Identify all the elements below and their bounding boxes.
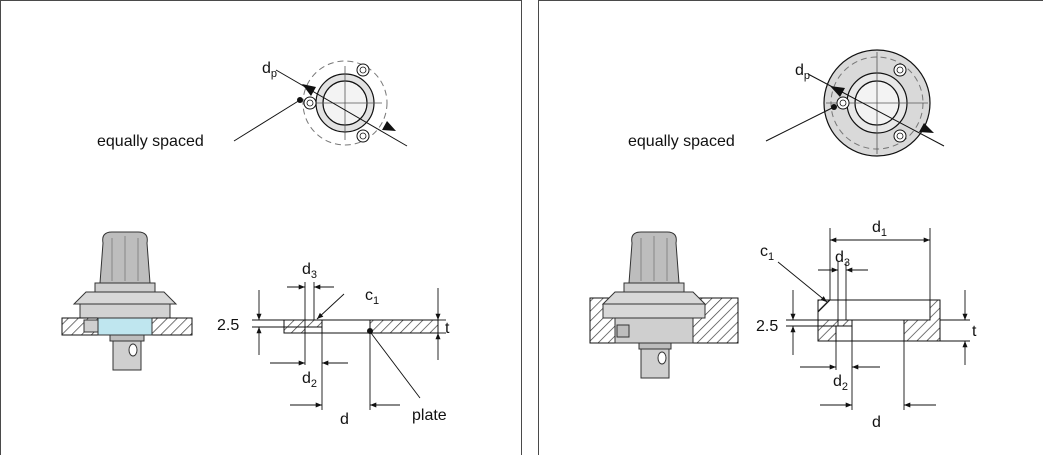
right-part-view [589, 231, 739, 379]
right-panel [538, 0, 1043, 455]
d3-label: d3 [835, 249, 850, 269]
dp-line [275, 69, 408, 147]
d3-label: d3 [302, 261, 317, 281]
plate-label: plate [412, 407, 447, 424]
t-label: t [445, 320, 450, 337]
c1-label: c1 [760, 243, 774, 263]
screw-hole [356, 129, 370, 143]
equally-spaced-label: equally spaced [97, 133, 204, 150]
d2-label: d2 [302, 370, 317, 390]
d2-label: d2 [833, 373, 848, 393]
dp-line [807, 73, 945, 147]
dp-arrow-1 [302, 84, 316, 96]
d1-label: d1 [872, 219, 887, 239]
dp-label: dp [262, 60, 277, 80]
t-label: t [972, 323, 977, 340]
leader-line [233, 99, 301, 142]
left-part-view [61, 231, 193, 371]
dim-2-5-label: 2.5 [756, 318, 778, 335]
dp-label: dp [795, 62, 810, 82]
bolt-circle [302, 60, 388, 146]
right-plate-section: d1 c1 d3 2.5 t d2 d [756, 219, 977, 431]
left-panel [0, 0, 522, 455]
screw-hole [303, 96, 317, 110]
left-top-view: dp equally spaced [97, 60, 408, 150]
screw-hole [893, 63, 907, 77]
d-label: d [340, 411, 349, 428]
equally-spaced-label: equally spaced [628, 133, 735, 150]
dp-arrow-2 [382, 121, 396, 131]
screw-hole [356, 63, 370, 77]
c1-label: c1 [365, 287, 379, 307]
d-label: d [872, 414, 881, 431]
screw-hole [836, 96, 850, 110]
screw-hole [893, 129, 907, 143]
dim-2-5-label: 2.5 [217, 317, 239, 334]
left-plate-section: d3 c1 2.5 t d2 d plate [217, 261, 450, 428]
right-top-view: dp equally spaced [628, 49, 945, 157]
